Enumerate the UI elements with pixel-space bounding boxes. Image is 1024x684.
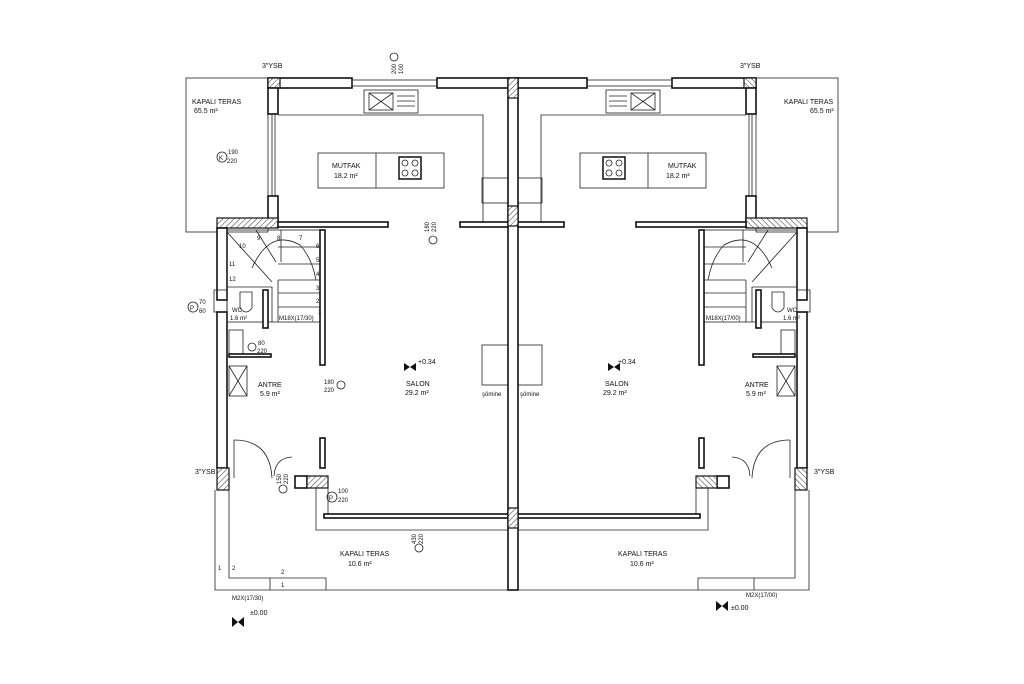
somine-label: şömine — [520, 392, 540, 398]
salon-area: 29.2 m² — [603, 390, 627, 397]
entry-label: M2X(17/00) — [746, 593, 777, 599]
svg-text:70: 70 — [199, 300, 206, 306]
antre-area: 5.9 m² — [260, 391, 281, 398]
axis-label: 1 — [281, 583, 285, 589]
ground-level: ±0.00 — [731, 605, 749, 612]
svg-text:220: 220 — [324, 388, 335, 394]
terrace-bottom-name: KAPALI TERAS — [340, 551, 389, 558]
svg-text:7: 7 — [299, 236, 303, 242]
svg-text:220: 220 — [227, 159, 238, 165]
svg-text:8: 8 — [277, 236, 281, 242]
antre-area: 5.9 m² — [746, 391, 767, 398]
svg-text:12: 12 — [229, 277, 236, 283]
mutfak-name: MUTFAK — [332, 163, 361, 170]
ysb-bottom: 3"YSB — [814, 469, 835, 476]
left-unit-labels: KAPALI TERAS 65.5 m² 3"YSB MUTFAK 18.2 m… — [187, 52, 502, 617]
ysb-top: 3"YSB — [262, 63, 283, 70]
svg-text:3: 3 — [316, 286, 320, 292]
salon-area: 29.2 m² — [405, 390, 429, 397]
wc-name: WC — [232, 308, 243, 314]
ground-level: ±0.00 — [250, 610, 268, 617]
salon-name: SALON — [605, 381, 629, 388]
salon-level: +0.34 — [618, 359, 636, 366]
axis-label: 1 — [218, 566, 222, 572]
somine-label: şömine — [482, 392, 502, 398]
right-unit-labels: KAPALI TERAS 65.5 m² 3"YSB MUTFAK 18.2 m… — [520, 63, 835, 612]
stair-label: M18X(17/00) — [706, 316, 741, 322]
salon-name: SALON — [406, 381, 430, 388]
svg-text:60: 60 — [199, 309, 206, 315]
svg-text:80: 80 — [258, 341, 265, 347]
mutfak-area: 18.2 m² — [334, 173, 358, 180]
svg-text:430: 430 — [412, 533, 418, 544]
svg-text:5: 5 — [316, 258, 320, 264]
terrace-bottom-name: KAPALI TERAS — [618, 551, 667, 558]
ysb-top: 3"YSB — [740, 63, 761, 70]
svg-text:P: P — [190, 306, 194, 312]
svg-text:11: 11 — [229, 262, 236, 268]
right-unit-plan — [513, 77, 839, 591]
wc-area: 1.6 m² — [230, 316, 247, 322]
stair-label: M18X(17/30) — [279, 316, 314, 322]
axis-label: 2 — [281, 570, 285, 576]
terrace-bottom-area: 10.6 m² — [630, 561, 654, 568]
svg-text:150: 150 — [277, 473, 283, 484]
mutfak-area: 18.2 m² — [666, 173, 690, 180]
svg-text:190: 190 — [228, 150, 239, 156]
svg-text:220: 220 — [257, 349, 268, 355]
svg-text:10: 10 — [239, 244, 246, 250]
svg-text:1: 1 — [318, 310, 322, 316]
terrace-bottom-area: 10.6 m² — [348, 561, 372, 568]
antre-name: ANTRE — [745, 382, 769, 389]
svg-text:9: 9 — [257, 236, 261, 242]
svg-text:220: 220 — [432, 221, 438, 232]
terrace-top-name: KAPALI TERAS — [784, 99, 833, 106]
level-mark-icon — [232, 617, 244, 627]
svg-text:220: 220 — [284, 473, 290, 484]
wc-name: WC — [787, 308, 798, 314]
svg-text:180: 180 — [425, 221, 431, 232]
salon-level: +0.34 — [418, 359, 436, 366]
svg-text:K: K — [219, 156, 223, 162]
ysb-bottom: 3"YSB — [195, 469, 216, 476]
svg-text:220: 220 — [338, 498, 349, 504]
svg-text:4: 4 — [316, 272, 320, 278]
svg-text:6: 6 — [316, 244, 320, 250]
svg-text:220: 220 — [419, 533, 425, 544]
svg-text:200: 200 — [392, 63, 398, 74]
svg-text:100: 100 — [338, 489, 349, 495]
svg-text:2: 2 — [316, 299, 320, 305]
entry-label: M2X(17/30) — [232, 596, 263, 602]
svg-text:180: 180 — [324, 380, 335, 386]
terrace-top-name: KAPALI TERAS — [192, 99, 241, 106]
mutfak-name: MUTFAK — [668, 163, 697, 170]
stair-steps: 1 2 3 4 5 6 7 8 9 10 11 12 — [229, 236, 322, 316]
axis-label: 2 — [232, 566, 236, 572]
wc-area: 1.6 m² — [783, 316, 800, 322]
svg-text:P: P — [329, 496, 333, 502]
antre-name: ANTRE — [258, 382, 282, 389]
svg-text:100: 100 — [399, 63, 405, 74]
level-mark-icon — [716, 601, 728, 611]
terrace-top-area: 65.5 m² — [810, 108, 834, 115]
terrace-top-area: 65.5 m² — [194, 108, 218, 115]
